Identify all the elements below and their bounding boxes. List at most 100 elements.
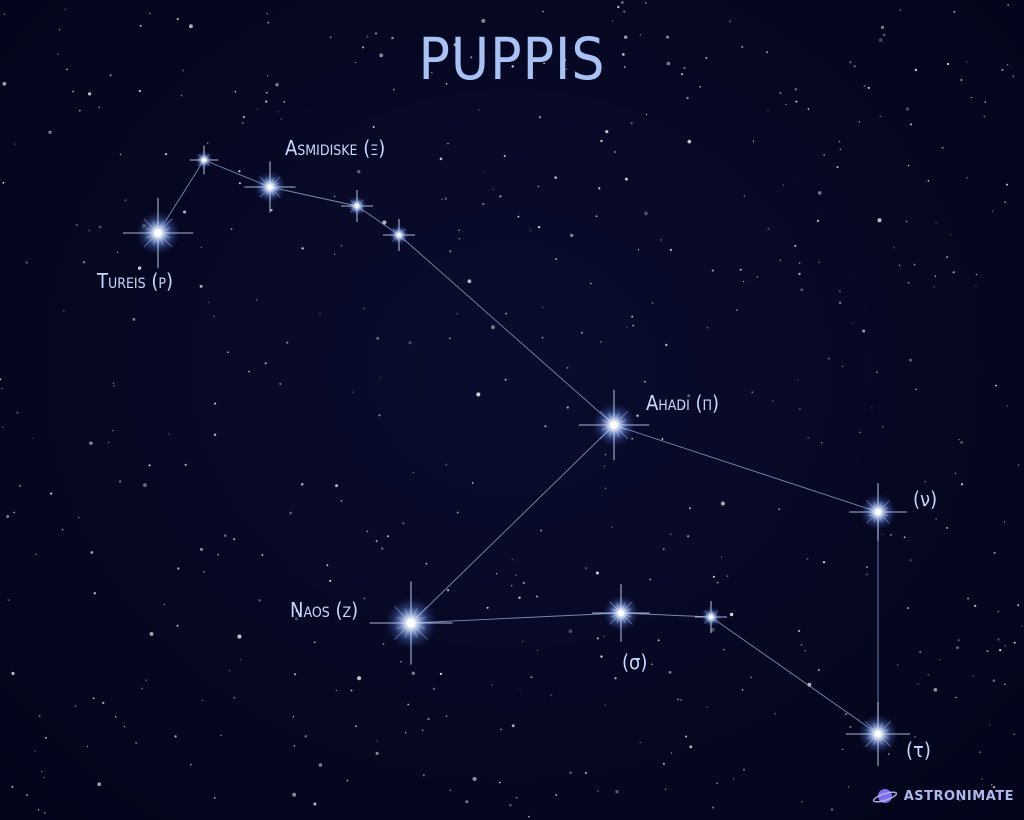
background-star xyxy=(61,528,64,531)
background-star xyxy=(137,266,142,270)
background-star xyxy=(295,610,298,613)
background-star xyxy=(319,312,321,315)
background-star xyxy=(346,779,349,782)
background-star xyxy=(617,5,620,9)
background-star xyxy=(687,139,692,144)
constellation-star xyxy=(369,581,453,665)
background-star xyxy=(38,715,41,717)
background-star xyxy=(180,94,183,97)
background-star xyxy=(116,251,119,254)
background-star xyxy=(637,249,640,251)
background-star xyxy=(858,121,860,123)
background-star xyxy=(1,388,3,390)
background-star xyxy=(213,433,217,436)
background-star xyxy=(623,35,628,39)
background-star xyxy=(519,689,521,691)
background-star xyxy=(767,227,770,230)
background-star xyxy=(542,306,544,309)
background-star xyxy=(822,561,826,564)
background-star xyxy=(50,492,53,495)
background-star xyxy=(720,501,725,506)
background-star xyxy=(199,284,203,288)
background-star xyxy=(509,804,512,807)
background-star xyxy=(25,261,28,264)
background-star xyxy=(584,567,588,570)
background-star xyxy=(504,378,507,381)
background-star xyxy=(237,634,242,639)
background-star xyxy=(48,130,52,134)
background-star xyxy=(798,272,801,276)
background-star xyxy=(335,689,337,692)
background-star xyxy=(611,526,613,528)
background-star xyxy=(841,365,844,368)
background-star xyxy=(354,725,358,728)
background-star xyxy=(750,676,752,678)
constellation-line xyxy=(410,612,622,624)
background-star xyxy=(859,431,861,434)
background-star xyxy=(596,637,599,640)
background-star xyxy=(184,463,187,466)
background-star xyxy=(495,573,498,575)
background-star xyxy=(801,801,803,803)
background-star xyxy=(816,219,820,223)
background-star xyxy=(975,284,977,287)
background-star xyxy=(503,155,506,157)
background-star xyxy=(741,45,744,49)
background-star xyxy=(511,65,514,68)
astronimate-logo: ASTRONIMATE xyxy=(872,786,1014,806)
logo-text: ASTRONIMATE xyxy=(903,788,1014,804)
background-star xyxy=(772,399,774,402)
background-star xyxy=(458,238,461,240)
background-star xyxy=(645,2,647,4)
background-star xyxy=(726,575,729,577)
background-star xyxy=(11,785,14,788)
background-star xyxy=(400,661,402,663)
background-star xyxy=(32,437,34,440)
background-star xyxy=(63,310,65,312)
background-star xyxy=(614,151,616,153)
background-star xyxy=(909,358,912,362)
background-star xyxy=(76,224,78,226)
background-star xyxy=(329,579,332,582)
background-star xyxy=(615,790,619,794)
background-star xyxy=(927,179,930,182)
background-star xyxy=(427,718,430,721)
background-star xyxy=(500,728,502,731)
background-star xyxy=(798,407,801,410)
background-star xyxy=(7,599,10,601)
background-star xyxy=(789,673,791,675)
background-star xyxy=(135,741,138,745)
background-star xyxy=(818,261,821,264)
background-star xyxy=(357,169,361,174)
background-star xyxy=(445,463,448,466)
background-star xyxy=(924,480,926,483)
background-star xyxy=(712,806,715,809)
background-star xyxy=(570,233,574,238)
background-star xyxy=(224,534,227,537)
background-star xyxy=(257,108,259,110)
background-star xyxy=(1006,63,1009,66)
background-star xyxy=(807,108,810,110)
background-star xyxy=(380,547,384,550)
background-star xyxy=(270,209,273,212)
background-star xyxy=(510,585,513,587)
background-star xyxy=(946,526,949,529)
background-star xyxy=(300,482,304,486)
background-star xyxy=(662,762,665,765)
background-star xyxy=(820,441,823,444)
background-star xyxy=(213,796,216,799)
background-star xyxy=(1004,201,1006,203)
background-star xyxy=(621,52,625,56)
background-star xyxy=(102,701,105,705)
background-star xyxy=(201,699,203,702)
background-star xyxy=(1012,75,1015,78)
background-star xyxy=(537,226,541,229)
background-star xyxy=(505,312,508,315)
background-star xyxy=(566,366,569,369)
background-star xyxy=(739,268,742,271)
background-star xyxy=(598,187,601,190)
background-star xyxy=(686,535,690,538)
background-star xyxy=(614,677,617,680)
constellation-title: PUPPIS xyxy=(418,25,606,93)
background-star xyxy=(382,643,385,646)
